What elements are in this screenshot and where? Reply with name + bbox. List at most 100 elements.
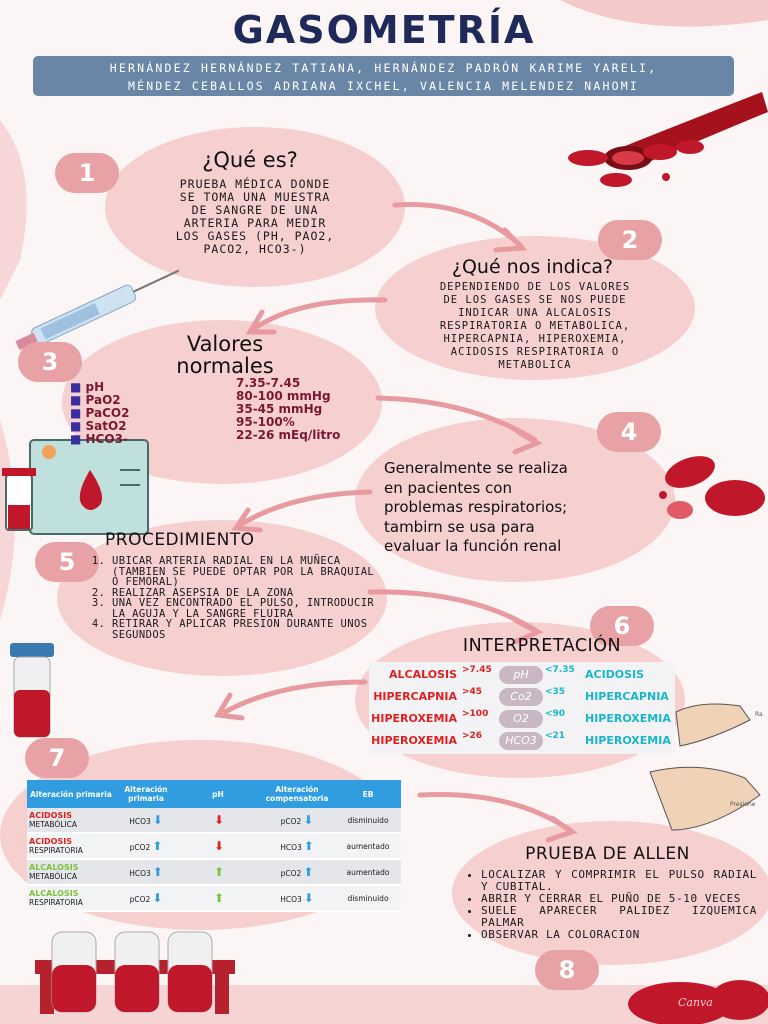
value-name: HCO3-	[85, 432, 128, 446]
primary-value: pCO2	[129, 895, 151, 904]
arrow-up-icon: ⬆	[152, 865, 163, 879]
compensation-cell: pCO2⬆	[259, 859, 335, 886]
normal-value-row: ■ HCO3- 22-26 mEq/litro	[70, 428, 341, 446]
primary-value: HCO3	[129, 817, 151, 826]
alteration-type: RESPIRATORIA	[29, 898, 83, 907]
text-line: Generalmente se realiza	[384, 459, 568, 477]
low-threshold: <35	[545, 687, 566, 697]
primary-value: HCO3	[129, 869, 151, 878]
ph-cell: ⬆	[177, 859, 259, 886]
primary-cell: HCO3⬇	[115, 808, 177, 834]
text-line: ACIDOSIS RESPIRATORIA O	[450, 346, 620, 358]
primary-value: pCO2	[129, 843, 151, 852]
left-condition: HIPERCAPNIA	[373, 690, 457, 703]
value-name: SatO2	[85, 419, 127, 433]
value-range: 95-100%	[236, 415, 295, 429]
value-name: pH	[85, 380, 105, 394]
section-2-text: DEPENDIENDO DE LOS VALORES DE LOS GASES …	[380, 281, 690, 372]
left-condition: ALCALOSIS	[388, 668, 457, 681]
arrow-down-icon: ⬇	[152, 813, 163, 827]
acid-base-table: Alteración primaria Alteración primaria …	[27, 780, 401, 912]
allen-step: LOCALIZAR Y COMPRIMIR EL PULSO RADIAL Y …	[481, 869, 757, 893]
compensation-value: pCO2	[280, 869, 302, 878]
arrow-up-icon: ⬆	[213, 891, 225, 905]
value-range: 80-100 mmHg	[236, 389, 331, 403]
allen-step: ABRIR Y CERRAR EL PUÑO DE 5-10 VECES	[481, 893, 757, 905]
normal-value-row: ■ PaO2 80-100 mmHg	[70, 389, 331, 407]
alteration-type: RESPIRATORIA	[29, 846, 83, 855]
value-name: PaCO2	[85, 406, 130, 420]
arrow-down-icon: ⬇	[213, 813, 225, 827]
column-header: Alteración primaria	[115, 780, 177, 808]
compensation-cell: pCO2⬇	[259, 808, 335, 834]
column-header: pH	[177, 780, 259, 808]
arrow-down-icon: ⬇	[152, 891, 163, 905]
ph-cell: ⬇	[177, 833, 259, 860]
value-name: PaO2	[85, 393, 121, 407]
svg-text:Presione: Presione	[730, 801, 756, 808]
text-line: DE LOS GASES SE NOS PUEDE	[443, 294, 627, 306]
right-condition: ACIDOSIS	[585, 668, 645, 681]
text-line: ARTERIA PARA MEDIR	[183, 216, 327, 230]
arrow-down-icon: ⬇	[303, 813, 314, 827]
interpretation-table: ALCALOSIS >7.45 pH <7.35 ACIDOSIS HIPERC…	[369, 662, 675, 754]
interpretation-row: HIPEROXEMIA >100 O2 <90 HIPEROXEMIA	[369, 709, 675, 729]
arrow-up-icon: ⬆	[213, 865, 225, 879]
alteration-type: METABÓLICA	[29, 820, 78, 829]
normal-values-list: ■ pH 7.35-7.45 ■ PaO2 80-100 mmHg ■ PaCO…	[70, 376, 370, 446]
text-line: HIPERCAPNIA, HIPEROXEMIA,	[443, 333, 627, 345]
eb-cell: aumentado	[335, 833, 401, 860]
authors-banner: HERNÁNDEZ HERNÁNDEZ TATIANA, HERNÁNDEZ P…	[33, 56, 734, 96]
section-4-text: Generalmente se realiza en pacientes con…	[384, 459, 674, 557]
allen-test-steps: LOCALIZAR Y COMPRIMIR EL PULSO RADIAL Y …	[467, 869, 757, 941]
heading-line: Valores	[186, 332, 264, 356]
ph-cell: ⬆	[177, 885, 259, 912]
column-header: Alteración compensatoria	[259, 780, 335, 808]
allen-step: SUELE APARECER PALIDEZ IZQUEMICA PALMAR	[481, 905, 757, 929]
compensation-value: HCO3	[280, 895, 302, 904]
canva-watermark: Canva	[678, 996, 713, 1009]
interpretation-row: HIPERCAPNIA >45 Co2 <35 HIPERCAPNIA	[369, 687, 675, 707]
primary-cell: pCO2⬇	[115, 885, 177, 912]
high-threshold: >7.45	[462, 665, 492, 675]
interpretation-row: ALCALOSIS >7.45 pH <7.35 ACIDOSIS	[369, 665, 675, 685]
procedure-step: UBICAR ARTERIA RADIAL EN LA MUÑECA (TAMB…	[112, 556, 382, 588]
left-condition: HIPEROXEMIA	[371, 712, 457, 725]
section-5-number: 5	[35, 542, 99, 582]
right-condition: HIPEROXEMIA	[585, 734, 671, 747]
section-1-text: PRUEBA MÉDICA DONDE SE TOMA UNA MUESTRA …	[110, 178, 400, 256]
authors-line-1: HERNÁNDEZ HERNÁNDEZ TATIANA, HERNÁNDEZ P…	[109, 61, 658, 75]
authors-line-2: MÉNDEZ CEBALLOS ADRIANA IXCHEL, VALENCIA…	[128, 79, 639, 93]
column-header: EB	[335, 780, 401, 808]
section-4-number: 4	[597, 412, 661, 452]
low-threshold: <21	[545, 731, 566, 741]
section-6-heading: INTERPRETACIÓN	[462, 636, 622, 656]
high-threshold: >45	[462, 687, 483, 697]
section-8-heading: PRUEBA DE ALLEN	[525, 844, 690, 864]
right-condition: HIPERCAPNIA	[585, 690, 669, 703]
text-line: DE SANGRE DE UNA	[191, 203, 319, 217]
text-line: METABOLICA	[498, 359, 572, 371]
section-1-number: 1	[55, 153, 119, 193]
procedure-step: RETIRAR Y APLICAR PRESION DURANTE UNOS S…	[112, 619, 382, 640]
parameter-pill: O2	[499, 710, 543, 728]
text-line: tambirn se usa para	[384, 517, 535, 536]
right-condition: HIPEROXEMIA	[585, 712, 671, 725]
alteration-type: METABÓLICA	[29, 872, 78, 881]
arrow-up-icon: ⬆	[303, 865, 314, 879]
alteration-name: ACIDOSIS	[29, 811, 72, 820]
text-line: DEPENDIENDO DE LOS VALORES	[439, 281, 631, 293]
procedure-step: UNA VEZ ENCONTRADO EL PULSO, INTRODUCIR …	[112, 598, 382, 619]
section-2-heading: ¿Qué nos indica?	[451, 256, 614, 278]
normal-value-row: ■ pH 7.35-7.45	[70, 376, 301, 394]
section-3-heading: Valores normales	[130, 333, 320, 377]
section-1-heading: ¿Qué es?	[202, 148, 298, 172]
text-line: RESPIRATORIA O METABOLICA,	[439, 320, 631, 332]
left-condition: HIPEROXEMIA	[371, 734, 457, 747]
arrow-down-icon: ⬇	[213, 839, 225, 853]
text-line: problemas respiratorios;	[384, 498, 568, 516]
section-8-number: 8	[535, 950, 599, 990]
